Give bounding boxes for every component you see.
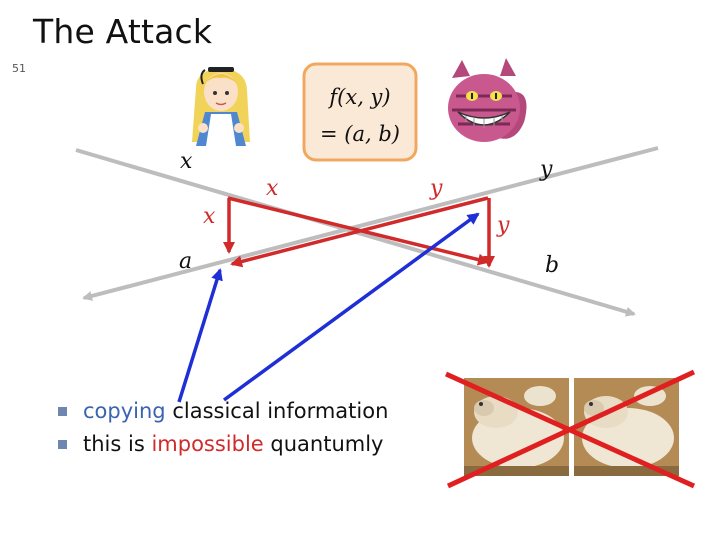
red-cross-out-icon <box>444 369 696 489</box>
label-y-copy: y <box>496 213 510 238</box>
y-forward-arrow <box>230 196 489 268</box>
cheshire-cat-icon <box>448 58 527 142</box>
label-x-forward: x <box>266 176 279 201</box>
bullet-marker <box>58 440 67 449</box>
label-alice-output: a <box>179 249 192 274</box>
page-title: The Attack <box>33 12 213 51</box>
bullet-list: copying classical information this is im… <box>58 395 388 461</box>
function-definition: f(x, y) <box>327 85 390 109</box>
bullet-text: classical information <box>165 399 389 423</box>
bullet-highlight-impossible: impossible <box>151 432 264 456</box>
bullet-text-suffix: quantumly <box>263 432 384 456</box>
bullet-item: this is impossible quantumly <box>58 428 388 461</box>
sheep-photo-icon <box>574 378 679 476</box>
label-bob-input: y <box>539 157 553 182</box>
sheep-photo-icon <box>464 378 569 476</box>
bullet-marker <box>58 407 67 416</box>
label-x-copy: x <box>203 204 216 229</box>
bullet-text-prefix: this is <box>83 432 152 456</box>
function-output: = (a, b) <box>320 122 400 146</box>
label-alice-input: x <box>180 149 193 174</box>
label-bob-output: b <box>545 253 559 278</box>
bullet-item: copying classical information <box>58 395 388 428</box>
blue-arrow-to-x-copy <box>177 268 223 403</box>
slide-number: 51 <box>12 62 26 75</box>
bob-to-alice-channel-line <box>82 146 659 301</box>
alice-character-icon <box>192 67 250 146</box>
blue-arrow-to-y-copy <box>222 212 480 402</box>
bullet-highlight-copying: copying <box>83 399 166 423</box>
label-y-forward: y <box>429 176 443 201</box>
function-box: f(x, y) = (a, b) <box>302 62 418 162</box>
